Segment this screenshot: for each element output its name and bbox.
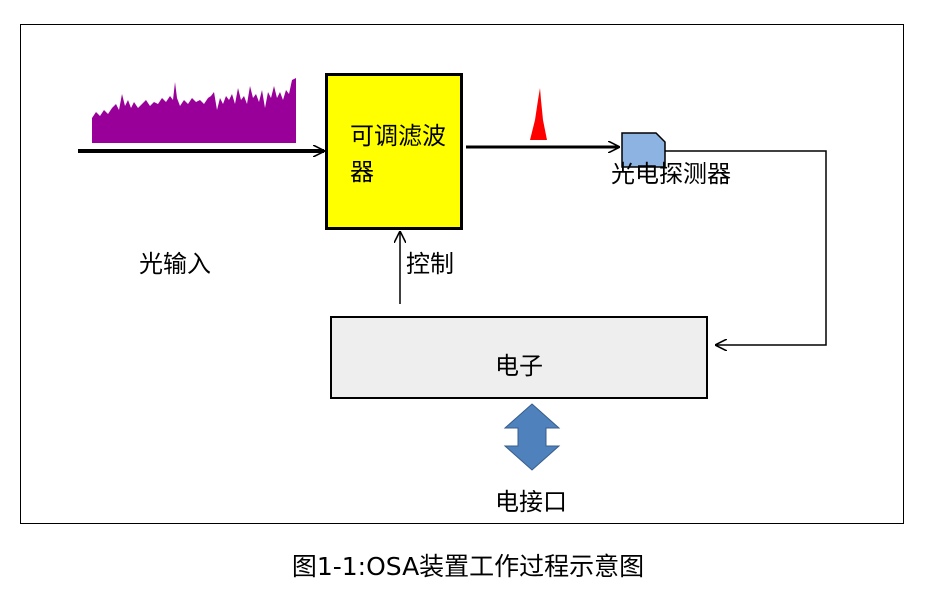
electronics-label: 电子 xyxy=(495,352,543,380)
electrical-interface-arrow xyxy=(503,403,561,471)
figure-caption: 图1-1:OSA装置工作过程示意图 xyxy=(291,552,645,581)
optical-input-label: 光输入 xyxy=(139,250,211,278)
detector-label: 光电探测器 xyxy=(611,160,731,188)
filter-label: 可调滤波器 xyxy=(350,122,446,186)
photodetector-icon xyxy=(621,132,666,168)
detector-signal-line xyxy=(665,150,827,345)
diagram-frame xyxy=(20,24,904,524)
electronics-box: 电子 xyxy=(330,316,708,399)
control-label: 控制 xyxy=(406,250,454,278)
input-spectrum xyxy=(92,78,296,143)
tunable-filter-box: 可调滤波器 xyxy=(325,73,463,230)
electrical-interface-label: 电接口 xyxy=(495,488,567,516)
filtered-peak xyxy=(530,88,547,140)
